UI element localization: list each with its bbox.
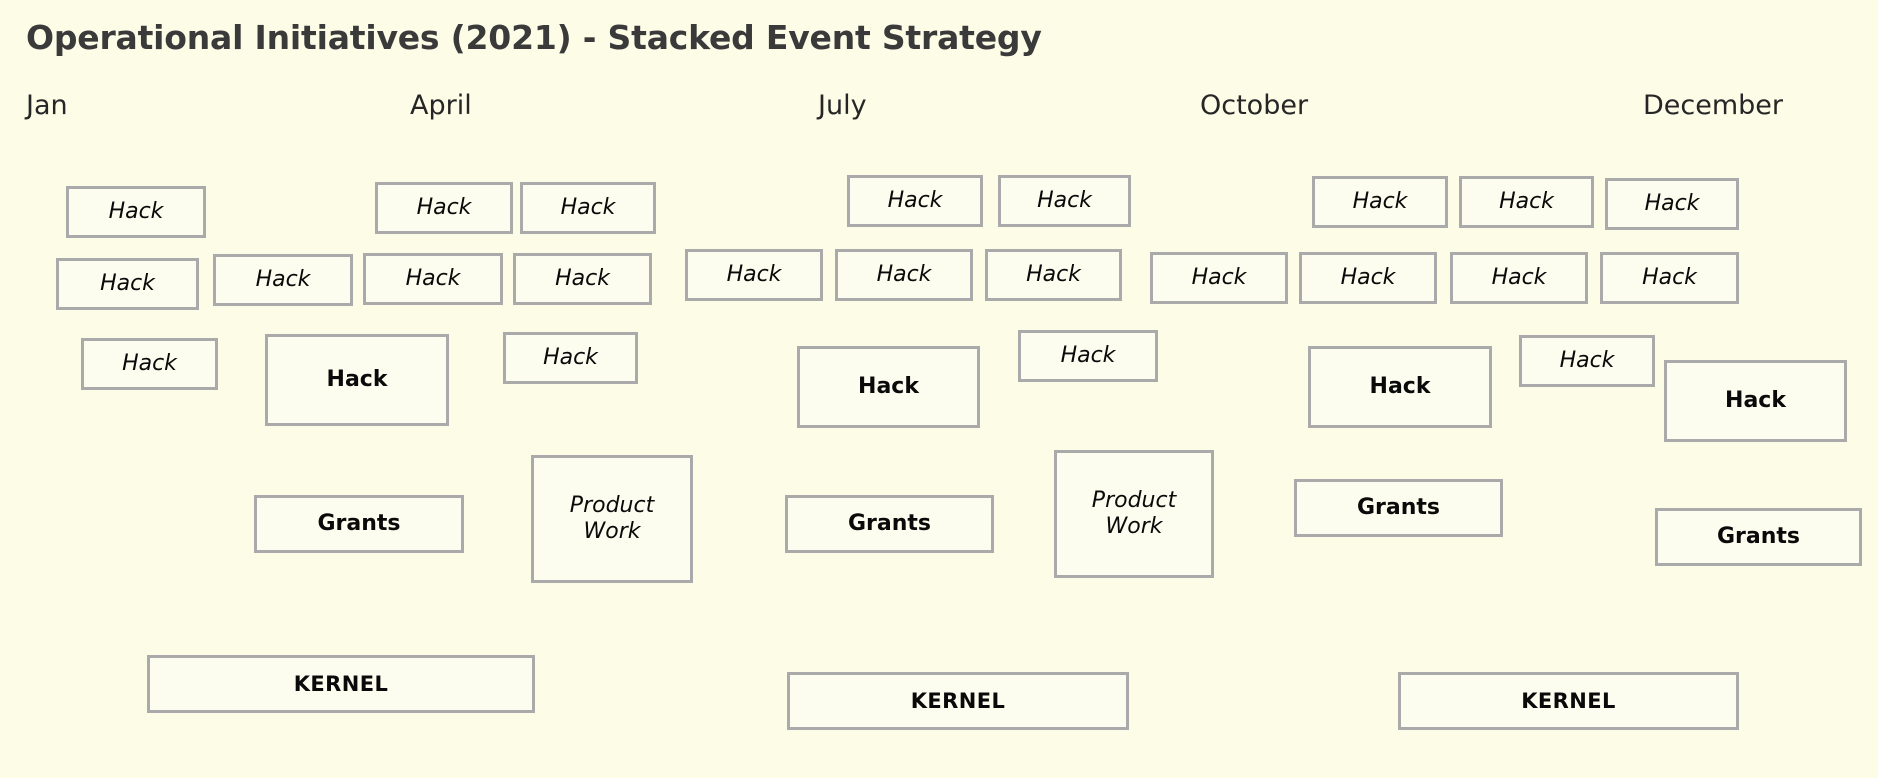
event-box-hack-small[interactable]: Hack [1150, 252, 1288, 304]
event-box-grants[interactable]: Grants [254, 495, 464, 553]
event-box-hack-small[interactable]: Hack [1299, 252, 1437, 304]
event-box-label: Hack [326, 367, 388, 393]
event-box-label: Hack [887, 188, 943, 214]
event-box-kernel[interactable]: KERNEL [787, 672, 1129, 730]
event-box-label: Hack [1352, 189, 1408, 215]
event-box-hack-small[interactable]: Hack [375, 182, 513, 234]
event-box-label: Hack [560, 195, 616, 221]
event-box-label: Hack [1037, 188, 1092, 214]
month-label-december: December [1643, 90, 1784, 121]
event-box-hack-small[interactable]: Hack [685, 249, 823, 301]
event-box-hack-big[interactable]: Hack [1308, 346, 1492, 428]
event-box-label: Hack [876, 262, 932, 288]
event-box-label: Hack [726, 262, 782, 288]
event-box-label: Hack [1725, 388, 1786, 414]
event-box-label: Hack [405, 266, 461, 292]
event-box-grants[interactable]: Grants [1655, 508, 1862, 566]
event-box-hack-small[interactable]: Hack [985, 249, 1122, 301]
event-box-hack-big[interactable]: Hack [797, 346, 980, 428]
event-box-label: Hack [1491, 265, 1547, 291]
event-box-hack-small[interactable]: Hack [520, 182, 656, 234]
month-label-july: July [818, 90, 867, 121]
event-box-hack-small[interactable]: Hack [81, 338, 218, 390]
event-box-label: Grants [847, 511, 932, 537]
event-box-hack-small[interactable]: Hack [847, 175, 983, 227]
event-box-label: KERNEL [910, 688, 1006, 713]
event-box-hack-big[interactable]: Hack [265, 334, 449, 426]
event-box-grants[interactable]: Grants [1294, 479, 1503, 537]
event-box-label: Hack [1559, 348, 1615, 374]
event-box-hack-small[interactable]: Hack [1605, 178, 1739, 230]
month-label-april: April [410, 90, 472, 121]
event-box-label: Hack [100, 271, 155, 297]
event-box-label: KERNEL [293, 671, 389, 696]
event-box-hack-small[interactable]: Hack [998, 175, 1131, 227]
event-box-label: KERNEL [1521, 688, 1616, 713]
event-box-label: Hack [555, 266, 610, 292]
event-box-label: Grants [317, 511, 401, 537]
event-box-label: Hack [108, 199, 164, 225]
event-box-hack-small[interactable]: Hack [1600, 252, 1739, 304]
event-box-hack-small[interactable]: Hack [1312, 176, 1448, 228]
event-box-hack-small[interactable]: Hack [1018, 330, 1158, 382]
event-box-product[interactable]: Product Work [1054, 450, 1214, 578]
event-box-label: Hack [1644, 191, 1700, 217]
month-label-october: October [1200, 90, 1309, 121]
page-title: Operational Initiatives (2021) - Stacked… [26, 18, 1042, 57]
event-box-label: Hack [122, 351, 177, 377]
event-box-label: Hack [1026, 262, 1081, 288]
event-box-hack-small[interactable]: Hack [1459, 176, 1594, 228]
month-label-jan: Jan [26, 90, 68, 121]
event-box-label: Hack [1060, 343, 1116, 369]
event-box-kernel[interactable]: KERNEL [1398, 672, 1739, 730]
event-box-label: Hack [416, 195, 472, 221]
event-box-kernel[interactable]: KERNEL [147, 655, 535, 713]
event-box-label: Hack [543, 345, 598, 371]
event-box-hack-small[interactable]: Hack [1450, 252, 1588, 304]
event-box-label: Hack [1369, 374, 1431, 400]
event-box-hack-small[interactable]: Hack [66, 186, 206, 238]
event-box-label: Hack [1642, 265, 1697, 291]
event-box-hack-small[interactable]: Hack [835, 249, 973, 301]
event-box-hack-small[interactable]: Hack [363, 253, 503, 305]
event-box-hack-small[interactable]: Hack [213, 254, 353, 306]
event-box-label: Product Work [1091, 488, 1177, 539]
event-box-grants[interactable]: Grants [785, 495, 994, 553]
event-box-hack-small[interactable]: Hack [503, 332, 638, 384]
event-box-label: Grants [1356, 495, 1441, 521]
event-box-hack-small[interactable]: Hack [56, 258, 199, 310]
event-box-label: Hack [1191, 265, 1247, 291]
event-box-label: Product Work [569, 493, 655, 544]
event-box-label: Hack [255, 267, 311, 293]
event-box-label: Hack [1340, 265, 1396, 291]
event-box-label: Hack [858, 374, 919, 400]
event-box-hack-big[interactable]: Hack [1664, 360, 1847, 442]
event-box-label: Hack [1499, 189, 1554, 215]
event-box-hack-small[interactable]: Hack [1519, 335, 1655, 387]
event-box-hack-small[interactable]: Hack [513, 253, 652, 305]
event-box-product[interactable]: Product Work [531, 455, 693, 583]
event-box-label: Grants [1716, 524, 1801, 550]
